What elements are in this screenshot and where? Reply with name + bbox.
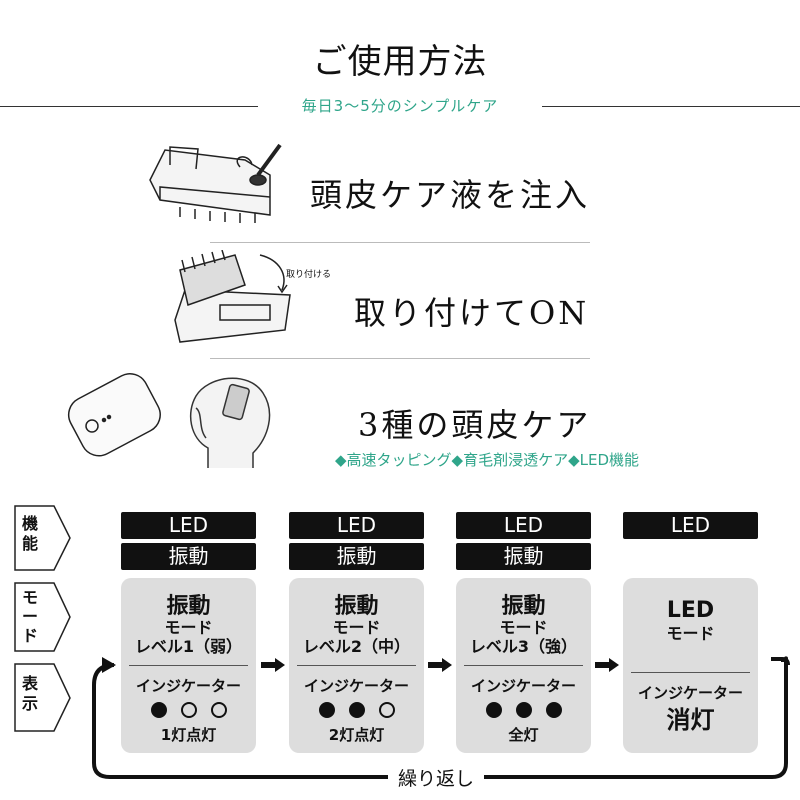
mode-title: 振動 [501,594,546,619]
mode-level: レベル2（中） [302,637,411,656]
indicator-dot-on [485,702,502,718]
card-divider [297,665,416,666]
indicator-dot-on [545,702,562,718]
step-divider [210,242,590,243]
indicator-dots [121,702,256,718]
mode-title: LED [666,598,715,623]
next-arrow-icon [428,658,452,672]
mode-level: レベル1（弱） [134,637,243,656]
function-vibration-label: 振動 [456,543,591,570]
mode-title: 振動 [334,594,379,619]
function-led-label: LED [121,512,256,539]
mode-card-level2: 振動 モード レベル2（中） インジケーター 2灯点灯 [289,578,424,753]
indicator-label: インジケーター [637,684,743,702]
page-title: ご使用方法 [312,42,488,82]
subtitle: 毎日3〜5分のシンプルケア [301,97,499,115]
step3-text: 3種の頭皮ケア [358,406,592,444]
head-illustration [189,377,271,468]
side-tab-outline [14,505,71,732]
step-divider [210,358,590,359]
indicator-dots [289,702,424,718]
device-dropper-illustration [149,143,282,223]
side-label-function: 機 能 [21,514,38,553]
loop-label: 繰り返し [388,764,485,791]
card-divider [129,665,248,666]
next-arrow-icon [261,658,285,672]
indicator-label: インジケーター [470,677,576,695]
indicator-dot-off [180,702,197,718]
indicator-dot-on [515,702,532,718]
indicator-label: インジケーター [135,677,241,695]
divider-right [542,106,800,107]
step2-text: 取り付けてON [354,294,590,332]
mode-sub: モード [164,618,213,637]
attach-note: 取り付ける [286,270,332,280]
indicator-status: 全灯 [508,726,539,744]
side-label-display: 表 示 [21,674,38,713]
mode-sub: モード [499,618,548,637]
indicator-status: 消灯 [666,706,715,734]
mode-level: レベル3（強） [469,637,578,656]
side-label-mode: モ ー ド [21,588,38,645]
indicator-status: 2灯点灯 [328,726,385,744]
function-vibration-label: 振動 [121,543,256,570]
card-divider [631,672,750,673]
mode-title: 振動 [166,594,211,619]
features-text: ◆高速タッピング◆育毛剤浸透ケア◆LED機能 [335,451,639,469]
function-led-label: LED [456,512,591,539]
indicator-dot-on [348,702,365,718]
mode-card-level1: 振動 モード レベル1（弱） インジケーター 1灯点灯 [121,578,256,753]
mode-card-led: LED モード インジケーター 消灯 [623,578,758,753]
indicator-dot-off [378,702,395,718]
mode-sub: モード [332,618,381,637]
indicator-label: インジケーター [303,677,409,695]
loop-arrow [92,656,790,779]
indicator-status: 1灯点灯 [160,726,217,744]
next-arrow-icon [595,658,619,672]
function-led-label: LED [623,512,758,539]
function-led-label: LED [289,512,424,539]
indicator-dot-on [318,702,335,718]
indicator-dot-off [210,702,227,718]
device-illustration [67,373,161,457]
indicator-dot-on [150,702,167,718]
mode-card-level3: 振動 モード レベル3（強） インジケーター 全灯 [456,578,591,753]
indicator-dots [456,702,591,718]
card-divider [464,665,583,666]
brush-attach-illustration [174,250,291,343]
mode-sub: モード [666,624,715,643]
step1-text: 頭皮ケア液を注入 [310,176,591,214]
divider-left [0,106,258,107]
function-vibration-label: 振動 [289,543,424,570]
